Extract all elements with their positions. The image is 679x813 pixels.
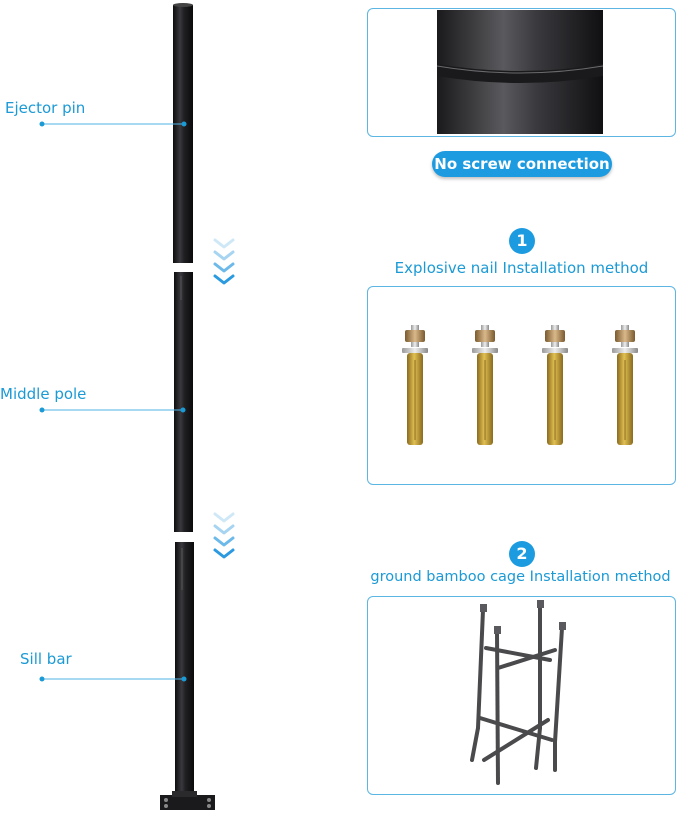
ground-cage-tips <box>480 600 566 634</box>
leader-dot <box>39 121 45 127</box>
sill-bar-label: Sill bar <box>20 650 72 668</box>
arrow-down-icon <box>213 238 235 285</box>
middle-pole-label: Middle pole <box>0 385 87 403</box>
method-number-2: 2 <box>509 541 535 567</box>
ejector-pin-label: Ejector pin <box>5 99 86 117</box>
explosive-nail-panel <box>367 286 676 485</box>
no-screw-badge: No screw connection <box>432 151 612 177</box>
method-title-1: Explosive nail Installation method <box>394 259 649 277</box>
sill-bar-pole <box>160 542 215 810</box>
joint-panel <box>367 8 676 137</box>
middle-pole <box>174 272 193 532</box>
pole-joint-closeup <box>436 10 604 134</box>
leader-dot <box>39 407 45 413</box>
arrow-down-icon <box>213 512 235 559</box>
method-number-1: 1 <box>509 228 535 254</box>
method-title-2: ground bamboo cage Installation method <box>370 569 671 585</box>
leader-dot <box>181 676 187 682</box>
leader-dot <box>180 407 186 413</box>
leader-dot <box>39 676 45 682</box>
leader-dot <box>181 121 187 127</box>
expansion-bolts <box>402 325 638 445</box>
ejector-pin-pole <box>173 3 193 263</box>
ground-cage-panel <box>367 596 676 795</box>
ground-cage-frame <box>470 603 564 785</box>
